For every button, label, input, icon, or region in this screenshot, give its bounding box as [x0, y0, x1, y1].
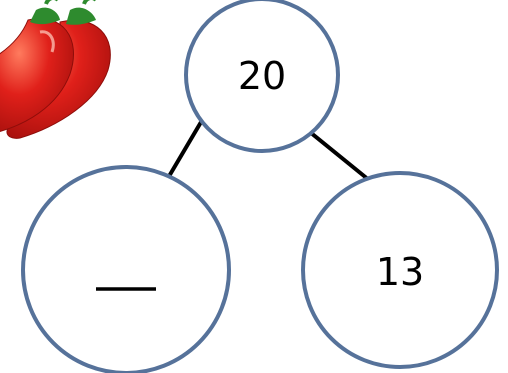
part-circle-left — [21, 165, 231, 373]
part-node-left: __ — [21, 165, 231, 373]
whole-value: 20 — [238, 54, 286, 98]
chili-pepper-front — [0, 0, 74, 132]
chili-pepper-image — [0, 0, 111, 139]
part-circle-right — [301, 171, 499, 369]
whole-circle — [184, 0, 340, 153]
part-node-right: 13 — [301, 171, 499, 369]
part-value-right: 13 — [376, 250, 424, 294]
whole-node: 20 — [184, 0, 340, 153]
connector-left — [166, 115, 206, 180]
